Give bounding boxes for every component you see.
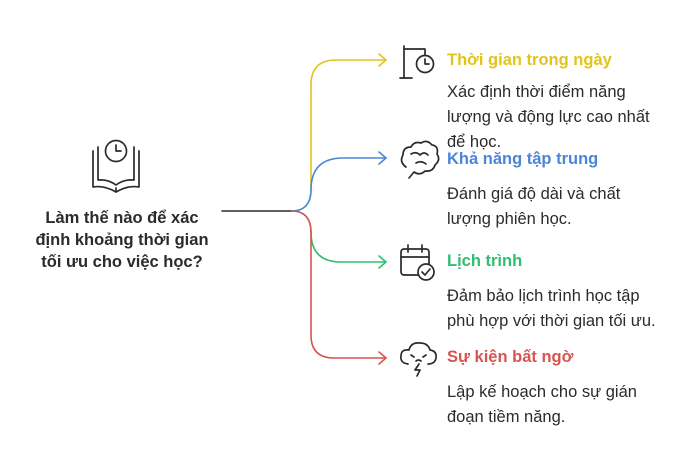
branch-desc-line: đoạn tiềm năng. <box>447 408 566 426</box>
connector-3 <box>291 210 387 263</box>
branch-desc-focus: Đánh giá độ dài và chất lượng phiên học. <box>447 182 620 232</box>
arrow-heads <box>378 53 387 365</box>
branch-desc-line: phù hợp với thời gian tối ưu. <box>447 312 656 330</box>
arrow-head-1 <box>378 53 387 67</box>
arrow-head-3 <box>378 255 387 269</box>
branch-desc-line: Đánh giá độ dài và chất <box>447 185 621 203</box>
calendar-check-icon <box>400 244 435 281</box>
branch-desc-line: lượng và động lực cao nhất <box>447 108 650 126</box>
connectors <box>221 59 387 359</box>
branch-desc-line: Đảm bảo lịch trình học tập <box>447 287 640 305</box>
connector-4 <box>291 210 387 359</box>
connector-2 <box>291 157 387 212</box>
central-question-line: Làm thế nào để xác <box>45 209 199 227</box>
branch-title-focus: Khả năng tập trung <box>447 150 599 168</box>
branch-desc-line: Lập kế hoạch cho sự gián <box>447 383 637 401</box>
branch-desc-line: lượng phiên học. <box>447 210 572 228</box>
signpost-clock-icon <box>399 45 435 79</box>
central-question: Làm thế nào để xác định khoảng thời gian… <box>24 207 220 273</box>
central-question-line: tối ưu cho việc học? <box>41 253 203 271</box>
branch-desc-unexpected-events: Lập kế hoạch cho sự gián đoạn tiềm năng. <box>447 380 637 430</box>
branch-desc-time-of-day: Xác định thời điểm năng lượng và động lự… <box>447 80 650 155</box>
arrow-head-2 <box>378 151 387 165</box>
arrow-head-4 <box>378 351 387 365</box>
branch-title-unexpected-events: Sự kiện bất ngờ <box>447 348 574 366</box>
branch-title-schedule: Lịch trình <box>447 252 523 270</box>
central-question-line: định khoảng thời gian <box>35 231 209 249</box>
book-clock-icon <box>92 139 140 193</box>
connector-1 <box>291 59 387 212</box>
branch-desc-line: Xác định thời điểm năng <box>447 83 626 101</box>
branch-desc-line: để học. <box>447 133 502 151</box>
branch-title-time-of-day: Thời gian trong ngày <box>447 51 612 69</box>
brain-icon <box>400 140 440 179</box>
storm-cloud-icon <box>400 342 437 377</box>
branch-desc-schedule: Đảm bảo lịch trình học tập phù hợp với t… <box>447 284 656 334</box>
